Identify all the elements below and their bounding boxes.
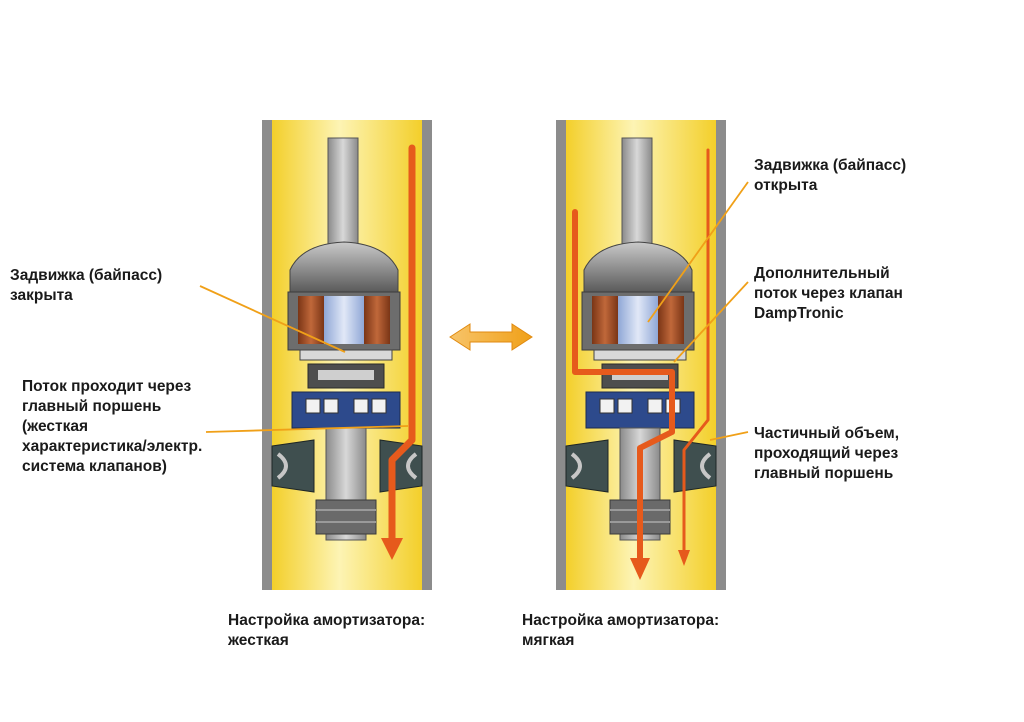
label-bypass-closed: Задвижка (байпасс) закрыта [10, 267, 163, 304]
leader-left-bypass [199, 285, 346, 353]
label-partial-volume: Частичный объем, проходящий через главны… [754, 425, 900, 482]
leader-right-partial [709, 431, 749, 441]
leader-lines [199, 181, 749, 441]
leader-right-extra [673, 281, 749, 363]
leader-left-flow [205, 425, 409, 433]
label-damptronic-flow: Дополнительный поток через клапан DampTr… [754, 265, 903, 322]
caption-soft: Настройка амортизатора: мягкая [522, 612, 720, 649]
label-bypass-open: Задвижка (байпасс) открыта [754, 157, 907, 194]
flow-arrow-soft [572, 148, 710, 580]
label-main-piston-flow: Поток проходит через главный поршень (же… [22, 378, 203, 475]
leader-right-bypass [647, 181, 749, 323]
flow-arrow-hard [381, 144, 416, 560]
switch-arrow [449, 323, 533, 351]
absorber-hard [262, 120, 432, 590]
caption-hard: Настройка амортизатора: жесткая [228, 612, 426, 649]
